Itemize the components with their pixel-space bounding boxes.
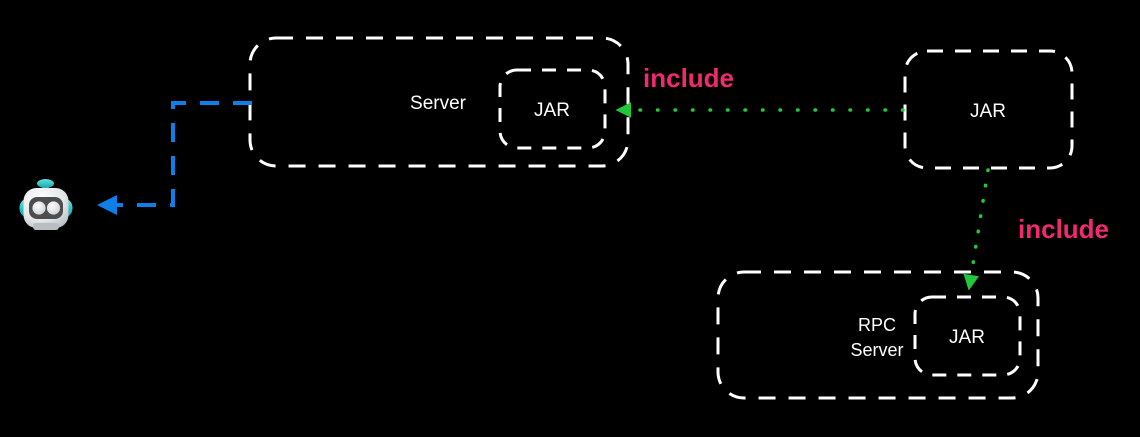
robot-eye-left bbox=[32, 201, 46, 215]
robot-antenna-bulb bbox=[37, 179, 54, 188]
rpc-jar-rect bbox=[913, 295, 1022, 377]
robot-chin bbox=[33, 223, 59, 230]
rpc-jar-label: JAR bbox=[949, 327, 985, 348]
robot-icon[interactable] bbox=[19, 179, 73, 230]
rpc-server-label-line1: RPC bbox=[858, 315, 896, 335]
standalone-jar-label: JAR bbox=[970, 101, 1006, 122]
server-label: Server bbox=[410, 93, 467, 114]
edge-server-to-client[interactable] bbox=[97, 101, 252, 215]
node-rpc-jar[interactable]: JAR bbox=[913, 295, 1022, 377]
rpc-server-label-line2: Server bbox=[850, 340, 903, 360]
robot-eye-right bbox=[46, 201, 61, 215]
edge-jar-include-server[interactable]: include bbox=[615, 63, 905, 118]
node-server[interactable]: Server bbox=[248, 36, 630, 168]
standalone-jar-rect bbox=[903, 49, 1074, 170]
server-jar-rect bbox=[498, 68, 607, 150]
node-rpc-server[interactable]: RPC Server bbox=[716, 270, 1040, 400]
node-server-jar[interactable]: JAR bbox=[498, 68, 607, 150]
edge-jar-include-rpc[interactable]: include bbox=[963, 168, 1109, 291]
edge-label-include-rpc: include bbox=[1018, 214, 1109, 244]
jar-include-rpc-path bbox=[963, 168, 990, 291]
edge-label-include-server: include bbox=[643, 63, 734, 93]
node-standalone-jar[interactable]: JAR bbox=[903, 49, 1074, 170]
server-jar-label: JAR bbox=[534, 100, 570, 121]
server-to-client-path bbox=[97, 101, 252, 215]
rpc-server-boundary-rect bbox=[716, 270, 1040, 400]
server-boundary-rect bbox=[248, 36, 630, 168]
